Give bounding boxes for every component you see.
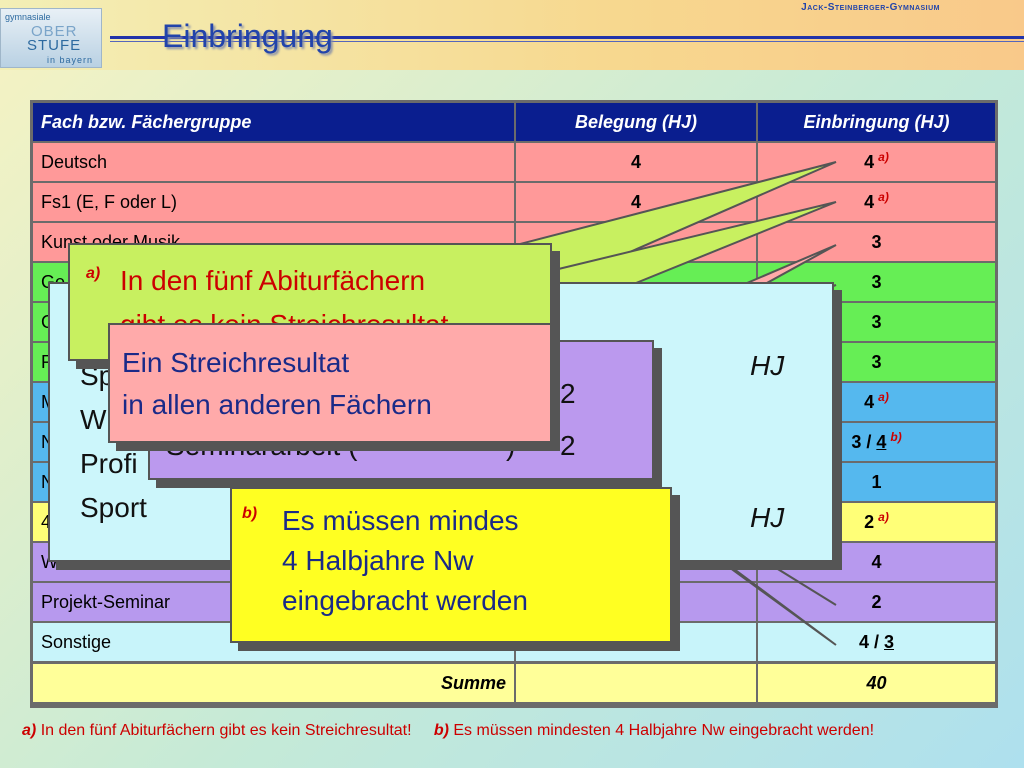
einbringung-value: 3 (871, 232, 882, 252)
yellow-mark: b) (242, 505, 258, 522)
footnote-mark: a) (878, 390, 889, 404)
footnote-mark: a) (878, 510, 889, 524)
einbringung-value: 4 (864, 152, 875, 172)
row-einbringung: 2 (758, 583, 995, 621)
footnote-mark: b) (890, 430, 902, 444)
page-title: Einbringung (162, 18, 333, 54)
footnote-a-text: In den fünf Abiturfächern gibt es kein S… (40, 722, 412, 739)
cyan-line3: Profi (80, 448, 138, 479)
einbringung-separator: / (868, 632, 884, 652)
cyan-line2: W (80, 404, 107, 435)
row-einbringung: 4 / 3 (758, 623, 995, 661)
yellow-line3: eingebracht werden (282, 585, 528, 616)
header-rule (110, 36, 1024, 39)
einbringung-value-b: 4 (876, 432, 887, 452)
total-value: 40 (758, 664, 995, 702)
footnote: a) In den fünf Abiturfächern gibt es kei… (22, 722, 874, 740)
einbringung-value: 3 (871, 272, 882, 292)
table-header-row: Fach bzw. Fächergruppe Belegung (HJ) Ein… (33, 103, 995, 142)
footnote-b-mark: b) (433, 722, 449, 739)
einbringung-value-a: 4 (858, 632, 869, 652)
red-line2: in allen anderen Fächern (122, 389, 432, 420)
callout-red: Ein Streichresultat in allen anderen Fäc… (108, 323, 552, 443)
footnote-a-mark: a) (22, 722, 37, 739)
header-rule-thin (110, 41, 1024, 42)
footnote-mark: a) (878, 150, 889, 164)
header-band (0, 0, 1024, 70)
row-belegung: 4 (516, 143, 756, 181)
header-einbringung: Einbringung (HJ) (758, 103, 995, 141)
footnote-mark: a) (878, 190, 889, 204)
einbringung-value: 2 (864, 512, 875, 532)
logo-line1: gymnasiale (5, 12, 51, 22)
total-belegung (516, 664, 756, 702)
yellow-line1: Es müssen mindes (282, 505, 519, 536)
oberstufe-logo: gymnasiale OBER STUFE in bayern (0, 8, 102, 68)
row-subject: Deutsch (33, 143, 514, 181)
row-einbringung: 3 (758, 223, 995, 261)
einbringung-separator: / (861, 432, 877, 452)
total-label: Summe (33, 664, 514, 702)
einbringung-value-b: 3 (884, 632, 895, 652)
logo-line3: STUFE (27, 37, 82, 54)
green-mark: a) (86, 265, 101, 282)
purple-num2: 2 (560, 430, 576, 461)
footnote-b-text: Es müssen mindesten 4 Halbjahre Nw einge… (453, 722, 875, 739)
green-line1: In den fünf Abiturfächern (120, 265, 426, 296)
einbringung-value: 4 (864, 392, 875, 412)
cyan-right-text: HJ (750, 350, 785, 381)
cyan-line4: Sport (80, 492, 147, 523)
einbringung-value: 2 (871, 592, 882, 612)
purple-num1: 2 (560, 378, 576, 409)
einbringung-value: 4 (871, 552, 882, 572)
school-name: Jack-Steinberger-Gymnasium (801, 2, 940, 13)
einbringung-value-a: 3 (851, 432, 862, 452)
callout-yellow: b) Es müssen mindes 4 Halbjahre Nw einge… (230, 487, 672, 643)
logo-line2: OBER (31, 23, 78, 40)
row-subject: Fs1 (E, F oder L) (33, 183, 514, 221)
red-line1: Ein Streichresultat (122, 347, 350, 378)
einbringung-value: 1 (871, 472, 882, 492)
yellow-line2: 4 Halbjahre Nw (282, 545, 474, 576)
table-total-row: Summe 40 (33, 664, 995, 703)
purple-close: ) (506, 430, 516, 461)
header-belegung: Belegung (HJ) (516, 103, 756, 141)
einbringung-value: 3 (871, 312, 882, 332)
cyan-right-text2: HJ (750, 502, 785, 533)
einbringung-value: 3 (871, 352, 882, 372)
einbringung-value: 4 (864, 192, 875, 212)
logo-line4: in bayern (47, 55, 94, 65)
header-subject: Fach bzw. Fächergruppe (33, 103, 514, 141)
